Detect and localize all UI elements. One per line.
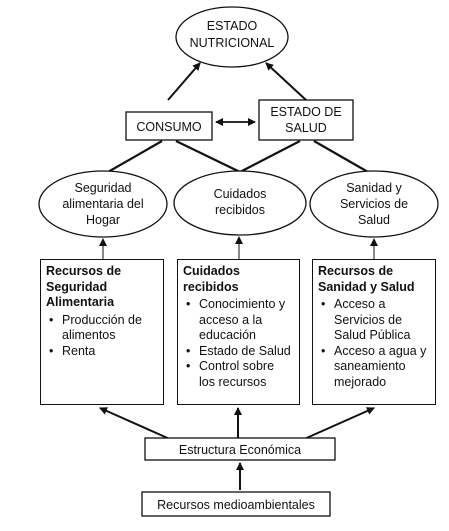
- bullet-list: Acceso a Servicios de Salud Pública Acce…: [318, 297, 431, 390]
- bullet-text: Renta: [62, 343, 96, 358]
- seguridad-alimentaria-node: [38, 170, 168, 238]
- cuidados-recibidos-node: [173, 170, 307, 236]
- bullet-item: Producción de alimentos: [46, 313, 159, 344]
- arrow-estructura-to-box3: [301, 407, 375, 441]
- bullet-list: Producción de alimentos Renta: [46, 313, 159, 360]
- seguridad-alimentaria-label-1: Seguridad: [75, 181, 132, 195]
- bullet-item: Acceso a agua y saneamiento mejorado: [318, 344, 431, 391]
- estado-nutricional-node: [175, 6, 289, 68]
- bullet-text: Acceso a: [334, 297, 386, 311]
- arrow-salud-to-estado-nutricional: [265, 62, 307, 101]
- estructura-economica-label: Estructura Económica: [179, 443, 301, 457]
- cuidados-recibidos-box: Cuidados recibidos Conocimiento y acceso…: [177, 259, 300, 405]
- estado-salud-box: [258, 99, 354, 141]
- seguridad-alimentaria-label-3: Hogar: [86, 213, 120, 227]
- bullet-list: Conocimiento y acceso a la educación Est…: [183, 297, 295, 390]
- seguridad-alimentaria-label-2: alimentaria del: [62, 197, 143, 211]
- sanidad-servicios-label-1: Sanidad y: [346, 181, 402, 195]
- box-title-line: Cuidados: [183, 264, 240, 278]
- bullet-item: Conocimiento y acceso a la educación: [183, 297, 295, 344]
- bullet-text: Conocimiento y: [199, 297, 286, 311]
- sanidad-servicios-label-3: Salud: [358, 213, 390, 227]
- box-title-line: Recursos de: [318, 264, 394, 278]
- sanidad-servicios-node: [309, 170, 439, 238]
- bullet-text: Salud Pública: [334, 328, 411, 342]
- box-title-line: Sanidad y Salud: [318, 279, 415, 294]
- bullet-text: Producción de: [62, 312, 142, 327]
- recursos-medioambientales-label: Recursos medioambientales: [157, 498, 315, 512]
- box-title-line: recibidos: [183, 279, 239, 294]
- bullet-text: educación: [199, 328, 256, 342]
- bullet-item: Renta: [46, 344, 159, 360]
- recursos-sanidad-salud-box: Recursos de Sanidad y Salud Acceso a Ser…: [312, 259, 436, 405]
- estado-salud-label-1: ESTADO DE: [270, 105, 341, 119]
- estado-nutricional-label-1: ESTADO: [207, 19, 258, 33]
- sanidad-servicios-label-2: Servicios de: [340, 197, 408, 211]
- estado-salud-label-2: SALUD: [285, 121, 327, 135]
- bullet-text: Estado de Salud: [199, 343, 291, 358]
- consumo-box: [125, 111, 213, 141]
- arrow-consumo-to-estado-nutricional: [167, 62, 201, 101]
- line-cuidados-to-consumo: [175, 140, 241, 173]
- bullet-item: Estado de Salud: [183, 344, 295, 360]
- bullet-item: Acceso a Servicios de Salud Pública: [318, 297, 431, 344]
- cuidados-recibidos-label-1: Cuidados: [214, 187, 267, 201]
- arrow-estructura-to-box1: [99, 407, 173, 441]
- recursos-medioambientales-box: [141, 491, 331, 517]
- bullet-text: Servicios de: [334, 312, 403, 327]
- consumo-label: CONSUMO: [136, 120, 202, 134]
- estado-nutricional-label-2: NUTRICIONAL: [190, 36, 275, 50]
- bullet-text: saneamiento: [334, 359, 406, 373]
- box-title-line: Recursos de: [46, 264, 122, 278]
- recursos-seguridad-alimentaria-box: Recursos de Seguridad Alimentaria Produc…: [40, 259, 164, 405]
- line-sanidad-to-salud: [313, 140, 369, 173]
- bullet-item: Control sobre los recursos: [183, 359, 295, 390]
- bullet-text: Control sobre: [199, 359, 275, 373]
- line-seguridad-to-consumo: [107, 140, 163, 173]
- bullet-text: acceso a la: [199, 312, 263, 327]
- bullet-text: alimentos: [62, 328, 116, 342]
- estructura-economica-box: [144, 437, 336, 461]
- box-title-line: Alimentaria: [46, 295, 115, 309]
- line-cuidados-to-salud: [239, 140, 301, 173]
- cuidados-recibidos-label-2: recibidos: [215, 203, 265, 217]
- bullet-text: mejorado: [334, 374, 387, 389]
- box-title-line: Seguridad: [46, 279, 108, 294]
- bullet-text: Acceso a agua y: [334, 343, 427, 358]
- bullet-text: los recursos: [199, 374, 267, 389]
